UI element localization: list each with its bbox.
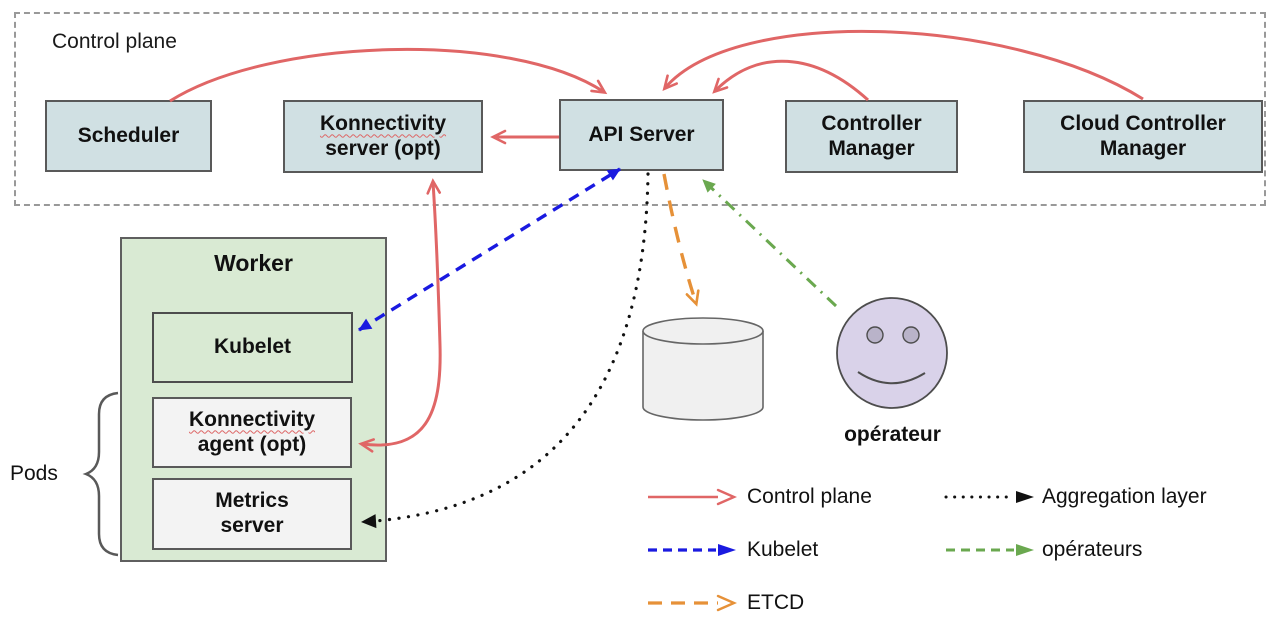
kubelet-box: Kubelet xyxy=(152,312,353,383)
legend-swatch-operators xyxy=(946,544,1034,556)
legend-swatch-control-plane xyxy=(648,488,737,506)
konnectivity-agent-line2: agent (opt) xyxy=(197,432,307,456)
legend-label-etcd: ETCD xyxy=(747,591,805,614)
pods-brace-icon xyxy=(82,391,119,557)
legend-label-kubelet: Kubelet xyxy=(747,538,819,561)
controller-manager-box: Controller Manager xyxy=(785,100,958,173)
konnectivity-agent-label: Konnectivity agent (opt) xyxy=(189,408,315,458)
konnectivity-server-line2: server (opt) xyxy=(325,136,441,160)
legend-label-aggregation-layer: Aggregation layer xyxy=(1042,485,1207,508)
controller-manager-label: Controller Manager xyxy=(821,111,922,160)
metrics-server-box: Metrics server xyxy=(152,478,352,550)
legend-label-operators: opérateurs xyxy=(1042,538,1143,561)
konnectivity-agent-line1: Konnectivity xyxy=(188,407,316,431)
konnectivity-agent-box: Konnectivity agent (opt) xyxy=(152,397,352,468)
operator-label: opérateur xyxy=(844,423,941,446)
konnectivity-server-line1: Konnectivity xyxy=(319,111,447,135)
scheduler-label: Scheduler xyxy=(77,123,180,147)
api-server-label: API Server xyxy=(588,122,695,146)
etcd-label: ETCD xyxy=(673,363,733,388)
arrow-api-to-metrics-server xyxy=(360,172,650,529)
konnectivity-server-box: Konnectivity server (opt) xyxy=(283,100,483,173)
control-plane-label: Control plane xyxy=(52,30,177,53)
api-server-box: API Server xyxy=(559,99,724,171)
pods-label: Pods xyxy=(10,462,58,485)
legend-swatch-etcd xyxy=(648,594,737,612)
scheduler-box: Scheduler xyxy=(45,100,212,172)
kubelet-label: Kubelet xyxy=(213,335,291,359)
worker-title: Worker xyxy=(214,250,293,276)
konnectivity-server-label: Konnectivity server (opt) xyxy=(320,112,446,162)
legend-label-control-plane: Control plane xyxy=(747,485,872,508)
cloud-controller-manager-box: Cloud Controller Manager xyxy=(1023,100,1263,173)
legend-swatch-aggregation-layer xyxy=(944,491,1034,503)
cloud-controller-manager-label: Cloud Controller Manager xyxy=(1060,111,1226,160)
metrics-server-label: Metrics server xyxy=(215,489,289,537)
legend-swatch-kubelet xyxy=(648,544,736,556)
operator-smiley-icon xyxy=(836,297,948,409)
